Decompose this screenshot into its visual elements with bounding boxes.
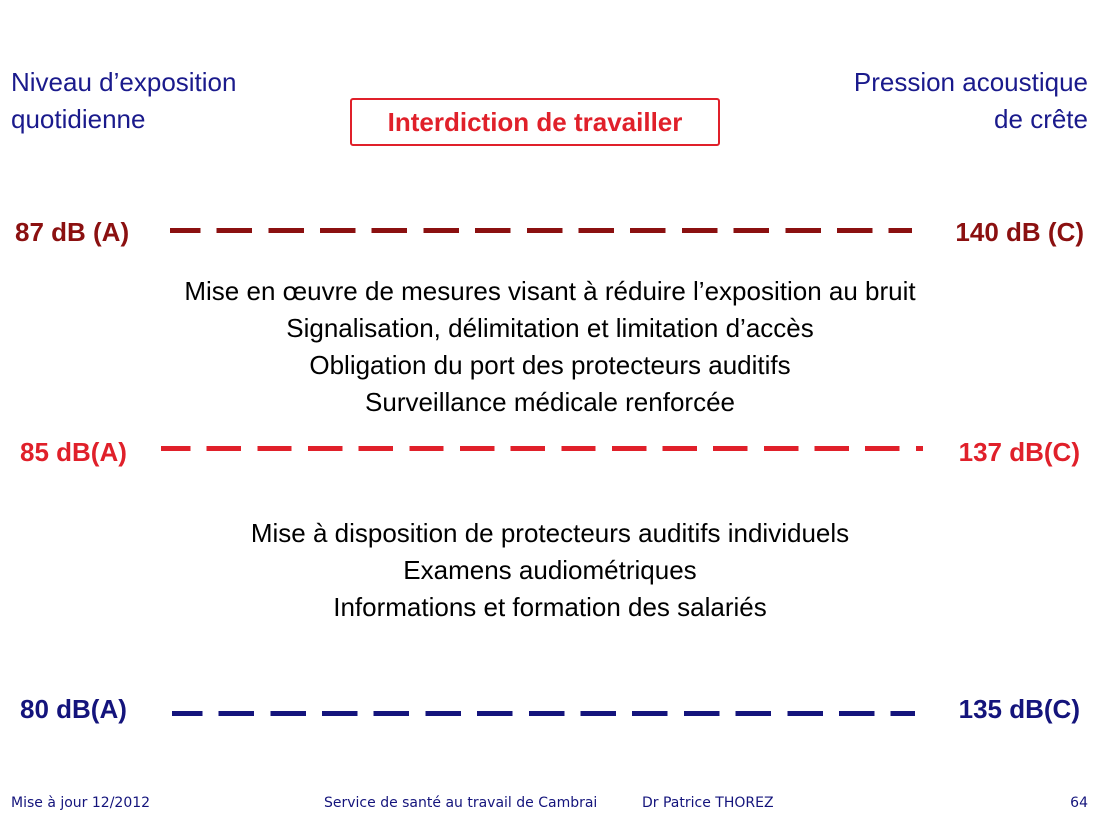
measure-lower-1: Mise à disposition de protecteurs auditi… xyxy=(250,518,850,548)
footer-author: Dr Patrice THOREZ xyxy=(642,795,774,811)
level-top-left: 87 dB (A) xyxy=(15,217,130,247)
measures-lower: Mise à disposition de protecteurs auditi… xyxy=(0,515,1100,626)
footer-page-number: 64 xyxy=(1070,795,1088,811)
measure-upper-1: Mise en œuvre de mesures visant à réduir… xyxy=(184,276,916,306)
work-prohibited-banner: Interdiction de travailler xyxy=(350,98,720,146)
measure-upper-4: Surveillance médicale renforcée xyxy=(365,387,735,417)
peak-pressure-line2: de crête xyxy=(994,104,1088,134)
footer-update: Mise à jour 12/2012 xyxy=(11,795,151,811)
threshold-line-bottom xyxy=(172,711,915,716)
peak-pressure-line1: Pression acoustique xyxy=(853,67,1088,97)
daily-exposure-line2: quotidienne xyxy=(11,104,146,134)
measures-upper: Mise en œuvre de mesures visant à réduir… xyxy=(0,273,1100,421)
measure-upper-3: Obligation du port des protecteurs audit… xyxy=(309,350,791,380)
measure-upper-2: Signalisation, délimitation et limitatio… xyxy=(286,313,814,343)
measure-lower-3: Informations et formation des salariés xyxy=(333,592,767,622)
threshold-line-middle xyxy=(161,446,923,451)
measure-lower-2: Examens audiométriques xyxy=(403,555,697,585)
level-middle-right: 137 dB(C) xyxy=(958,437,1080,467)
daily-exposure-label: Niveau d’exposition quotidienne xyxy=(11,64,236,138)
level-bottom-right: 135 dB(C) xyxy=(958,694,1080,724)
level-middle-left: 85 dB(A) xyxy=(20,437,127,467)
level-top-right: 140 dB (C) xyxy=(955,217,1084,247)
level-bottom-left: 80 dB(A) xyxy=(20,694,127,724)
threshold-line-top xyxy=(170,228,912,233)
daily-exposure-line1: Niveau d’exposition xyxy=(11,67,237,97)
footer: Mise à jour 12/2012 Service de santé au … xyxy=(0,795,1100,815)
footer-service: Service de santé au travail de Cambrai xyxy=(324,795,598,811)
peak-pressure-label: Pression acoustique de crête xyxy=(854,64,1088,138)
